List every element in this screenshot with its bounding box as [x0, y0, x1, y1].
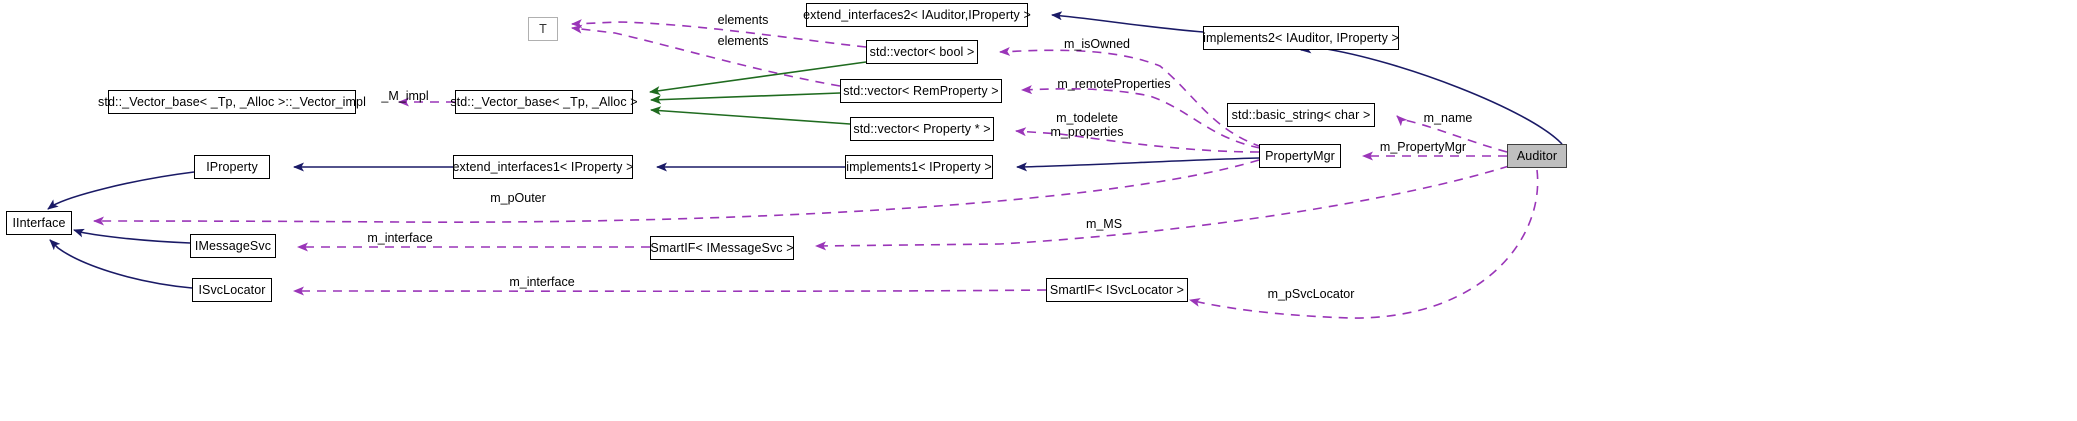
node-propertymgr-label: PropertyMgr	[1265, 148, 1335, 163]
inheritance-edges	[47, 11, 1563, 289]
node-imessagesvc[interactable]: IMessageSvc	[190, 234, 276, 258]
edge-label-m-remoteproperties: m_remoteProperties	[1057, 77, 1171, 91]
edge-label-elements-2: elements	[717, 34, 769, 48]
edge-implements2-extend2	[1051, 11, 1204, 33]
node-vector-remproperty[interactable]: std::vector< RemProperty >	[840, 79, 1002, 103]
node-implements2[interactable]: implements2< IAuditor, IProperty >	[1203, 26, 1399, 50]
node-extend-interfaces1-label: extend_interfaces1< IProperty >	[452, 159, 634, 174]
node-extend-interfaces2-label: extend_interfaces2< IAuditor,IProperty >	[803, 7, 1031, 22]
edge-label-m-pouter: m_pOuter	[490, 191, 546, 205]
node-smartif-imessagesvc[interactable]: SmartIF< IMessageSvc >	[650, 236, 794, 260]
edge-label-elements-1: elements	[717, 13, 769, 27]
edge-tpl-remproperty	[650, 92, 841, 105]
node-smartif-isvclocator-label: SmartIF< ISvcLocator >	[1049, 282, 1185, 297]
node-basic-string-label: std::basic_string< char >	[1231, 107, 1371, 122]
node-implements1[interactable]: implements1< IProperty >	[845, 155, 993, 179]
node-vector-base-impl[interactable]: std::_Vector_base< _Tp, _Alloc >::_Vecto…	[98, 90, 366, 114]
edge-label-m-name: m_name	[1423, 111, 1473, 125]
edge-label-m-propertymgr: m_PropertyMgr	[1379, 140, 1467, 154]
edge-elements-bool	[571, 19, 867, 48]
node-auditor[interactable]: Auditor	[1507, 144, 1567, 168]
edge-imessagesvc-iinterface	[73, 228, 191, 244]
edge-label-m-properties: m_properties	[1050, 125, 1124, 139]
edge-isvclocator-iinterface	[49, 239, 193, 289]
edge-tpl-propertyptr	[650, 106, 851, 125]
node-auditor-label: Auditor	[1516, 148, 1558, 163]
node-t[interactable]: T	[528, 17, 558, 41]
edge-auditor-implements2	[1300, 44, 1563, 145]
node-implements2-label: implements2< IAuditor, IProperty >	[1203, 30, 1399, 45]
edge-label-m-todelete: m_todelete	[1056, 111, 1118, 125]
node-extend-interfaces1[interactable]: extend_interfaces1< IProperty >	[453, 155, 633, 179]
node-vector-base-impl-label: std::_Vector_base< _Tp, _Alloc >::_Vecto…	[98, 94, 366, 109]
edge-m-isowned	[999, 47, 1263, 148]
node-vector-bool-label: std::vector< bool >	[869, 44, 975, 59]
node-vector-property-ptr-label: std::vector< Property * >	[853, 121, 991, 136]
edge-label-m-psvclocator: m_pSvcLocator	[1267, 287, 1355, 301]
node-basic-string[interactable]: std::basic_string< char >	[1227, 103, 1375, 127]
node-iproperty-label: IProperty	[206, 159, 258, 174]
node-propertymgr[interactable]: PropertyMgr	[1259, 144, 1341, 168]
edge-m-ms	[815, 165, 1510, 251]
usage-edges	[93, 19, 1539, 319]
edge-elements-remproperty	[571, 24, 841, 87]
node-vector-property-ptr[interactable]: std::vector< Property * >	[850, 117, 994, 141]
node-isvclocator[interactable]: ISvcLocator	[192, 278, 272, 302]
edge-m-interface-isvclocator	[293, 286, 1047, 296]
node-iinterface[interactable]: IInterface	[6, 211, 72, 235]
edge-m-pouter	[93, 159, 1260, 226]
node-iproperty[interactable]: IProperty	[194, 155, 270, 179]
template-edges	[649, 61, 867, 125]
node-extend-interfaces2[interactable]: extend_interfaces2< IAuditor,IProperty >	[803, 3, 1031, 27]
edge-propertymgr-implements1	[1016, 157, 1260, 172]
edge-label-m-ms: m_MS	[1085, 217, 1123, 231]
node-iinterface-label: IInterface	[12, 215, 66, 230]
node-vector-base[interactable]: std::_Vector_base< _Tp, _Alloc >	[450, 90, 638, 114]
node-smartif-isvclocator[interactable]: SmartIF< ISvcLocator >	[1046, 278, 1188, 302]
node-isvclocator-label: ISvcLocator	[198, 282, 266, 297]
node-vector-base-label: std::_Vector_base< _Tp, _Alloc >	[450, 94, 638, 109]
edge-label-m-interface-2: m_interface	[509, 275, 575, 289]
edge-label-m-isowned: m_isOwned	[1064, 37, 1130, 51]
node-imessagesvc-label: IMessageSvc	[194, 238, 272, 253]
edge-m-name	[1396, 115, 1508, 153]
node-smartif-imessagesvc-label: SmartIF< IMessageSvc >	[650, 240, 794, 255]
edge-label-m-interface-1: m_interface	[367, 231, 433, 245]
node-t-label: T	[539, 21, 547, 36]
node-vector-remproperty-label: std::vector< RemProperty >	[843, 83, 999, 98]
node-vector-bool[interactable]: std::vector< bool >	[866, 40, 978, 64]
edge-iproperty-iinterface	[47, 171, 195, 210]
edge-tpl-bool	[649, 61, 867, 96]
node-implements1-label: implements1< IProperty >	[846, 159, 992, 174]
edge-label-m-impl: _M_impl	[381, 89, 429, 103]
